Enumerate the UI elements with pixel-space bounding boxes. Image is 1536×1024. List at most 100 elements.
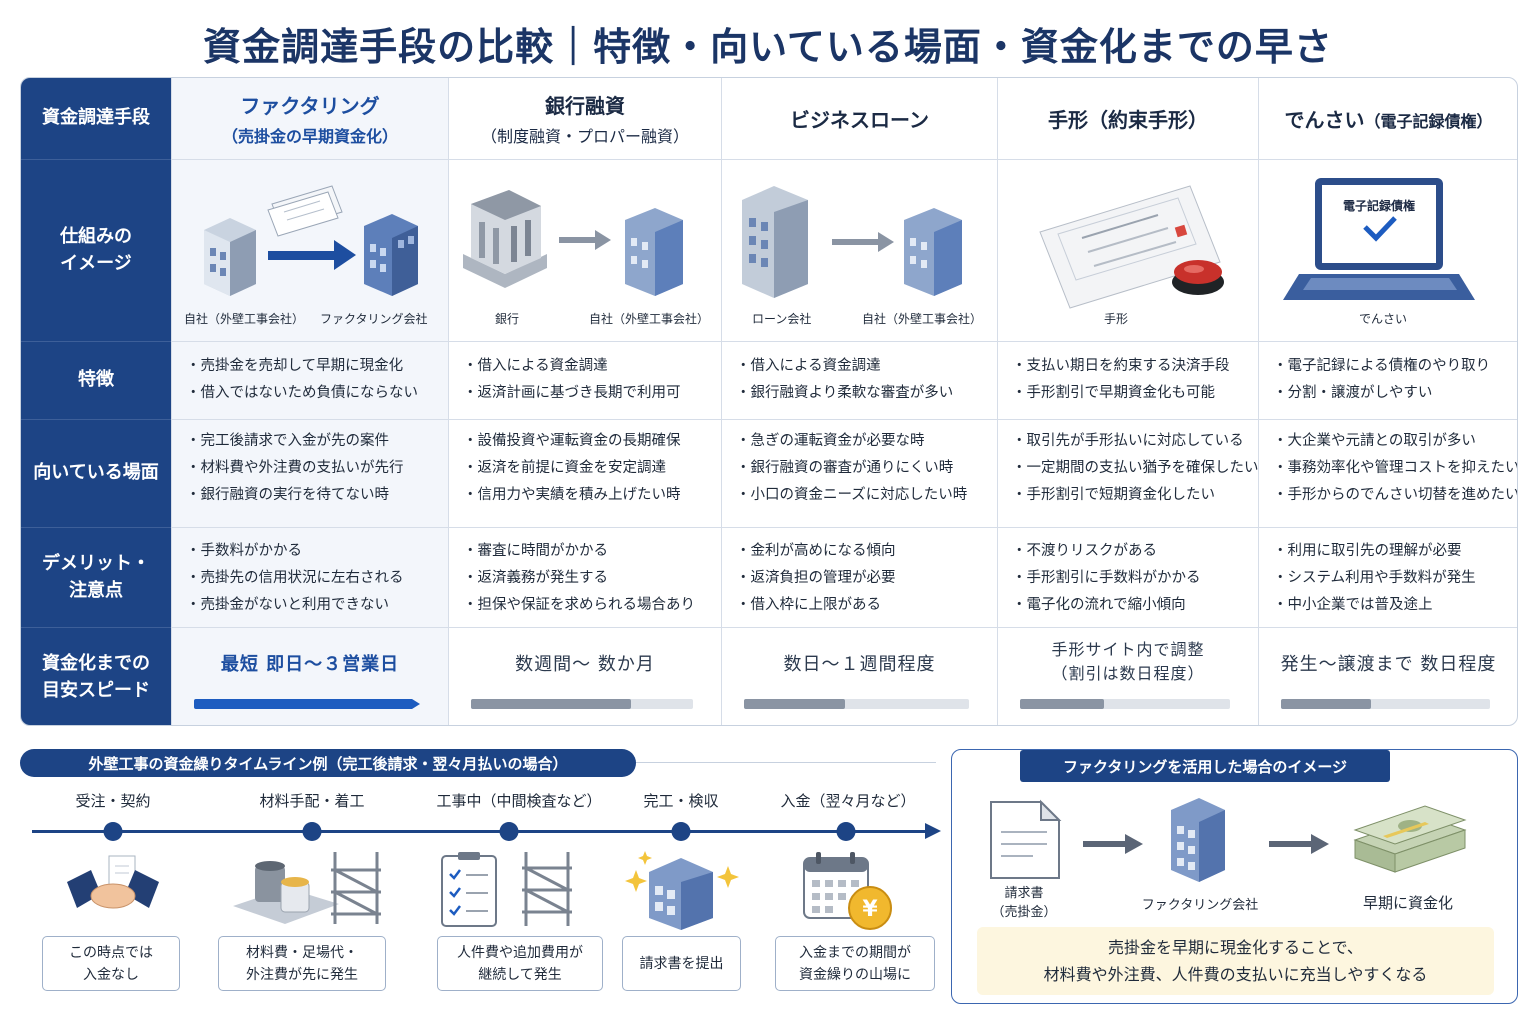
list-item: 支払い期日を約束する決済手段 xyxy=(1012,353,1258,380)
building-icon xyxy=(1171,798,1225,882)
list-item: 返済を前提に資金を安定調達 xyxy=(463,455,721,482)
timeline-title: 外壁工事の資金繰りタイムライン例（完工後請求・翌々月払いの場合） xyxy=(20,749,636,777)
list-item: 銀行融資の実行を待てない時 xyxy=(186,482,448,509)
paint-cans-scaffold-icon xyxy=(233,852,381,924)
speed-text: 数週間〜 数か月 xyxy=(515,654,655,675)
demerits-factoring: 手数料がかかる 売掛先の信用状況に左右される 売掛金がないと利用できない xyxy=(171,528,448,628)
stage-note: 請求書を提出 xyxy=(622,936,741,991)
list-item: 電子記録による債権のやり取り xyxy=(1273,353,1517,380)
list-item: 借入による資金調達 xyxy=(463,353,721,380)
features-bank-loan: 借入による資金調達 返済計画に基づき長期で利用可 xyxy=(448,342,721,420)
completed-building-icon xyxy=(625,851,739,930)
list-item: 手形割引に手数料がかかる xyxy=(1012,565,1258,592)
speed-text: 手形サイト内で調整 （割引は数日程度） xyxy=(1051,640,1205,683)
own-company-building-icon xyxy=(625,208,683,296)
factoring-note: 売掛金を早期に現金化することで、 材料費や外注費、人件費の支払いに充当しやすくな… xyxy=(977,927,1494,995)
speed-bar xyxy=(1281,699,1490,709)
right-arrow-icon xyxy=(1269,834,1329,854)
invoice-icon xyxy=(990,799,1062,879)
loan-company-building-icon xyxy=(742,186,808,298)
laptop-icon: 電子記録債権 xyxy=(1283,178,1475,300)
header-factoring: ファクタリング （売掛金の早期資金化） xyxy=(171,78,448,160)
list-item: システム利用や手数料が発生 xyxy=(1273,565,1517,592)
features-factoring: 売掛金を売却して早期に現金化 借入ではないため負債にならない xyxy=(171,342,448,420)
stage-note: この時点では 入金なし xyxy=(42,936,180,991)
list-item: 返済負担の管理が必要 xyxy=(736,565,997,592)
caption-right: 自社（外壁工事会社） xyxy=(589,312,710,326)
method-name: でんさい xyxy=(1284,108,1365,132)
list-item: 大企業や元請との取引が多い xyxy=(1273,428,1517,455)
row-label-features: 特徴 xyxy=(21,342,171,420)
list-item: 小口の資金ニーズに対応したい時 xyxy=(736,482,997,509)
speed-bar xyxy=(1020,699,1230,709)
method-name: 銀行融資 xyxy=(545,94,625,118)
features-promissory-note: 支払い期日を約束する決済手段 手形割引で早期資金化も可能 xyxy=(997,342,1258,420)
list-item: 分割・譲渡がしやすい xyxy=(1273,380,1517,407)
list-item: 手形割引で短期資金化したい xyxy=(1012,482,1258,509)
comparison-table: 資金調達手段 ファクタリング （売掛金の早期資金化） 銀行融資 （制度融資・プロ… xyxy=(20,77,1518,726)
caption-right: ファクタリング会社 xyxy=(320,312,428,326)
speed-bar xyxy=(744,699,969,709)
step-label: ファクタリング会社 xyxy=(1141,898,1259,913)
factoring-steps-illustration xyxy=(990,798,1467,882)
list-item: 急ぎの運転資金が必要な時 xyxy=(736,428,997,455)
stage-label: 工事中（中間検査など） xyxy=(436,792,602,810)
speed-densai: 発生〜譲渡まで 数日程度 xyxy=(1258,628,1517,725)
list-item: 設備投資や運転資金の長期確保 xyxy=(463,428,721,455)
list-item: 借入枠に上限がある xyxy=(736,592,997,619)
divider xyxy=(636,762,936,763)
list-item: 審査に時間がかかる xyxy=(463,538,721,565)
speed-bank-loan: 数週間〜 数か月 xyxy=(448,628,721,725)
speed-factoring: 最短 即日〜３営業日 xyxy=(171,628,448,725)
list-item: 取引先が手形払いに対応している xyxy=(1012,428,1258,455)
method-name: ビジネスローン xyxy=(790,108,929,132)
row-label-suited: 向いている場面 xyxy=(21,420,171,528)
demerits-business-loan: 金利が高めになる傾向 返済負担の管理が必要 借入枠に上限がある xyxy=(721,528,997,628)
demerits-promissory-note: 不渡りリスクがある 手形割引に手数料がかかる 電子化の流れで縮小傾向 xyxy=(997,528,1258,628)
speed-promissory-note: 手形サイト内で調整 （割引は数日程度） xyxy=(997,628,1258,725)
stage-label: 完工・検収 xyxy=(643,792,719,810)
promissory-note-icon xyxy=(1039,185,1221,309)
header-business-loan: ビジネスローン xyxy=(721,78,997,160)
note-line: 売掛金を早期に現金化することで、 xyxy=(1108,938,1363,957)
stage-note: 入金までの期間が 資金繰りの山場に xyxy=(775,936,935,991)
speed-bar-fill xyxy=(744,699,846,709)
list-item: 手数料がかかる xyxy=(186,538,448,565)
stage-note: 材料費・足場代・ 外注費が先に発生 xyxy=(218,936,386,991)
list-item: 一定期間の支払い猶予を確保したい xyxy=(1012,455,1259,482)
row-label-image: 仕組みの イメージ xyxy=(21,160,171,342)
demerits-bank-loan: 審査に時間がかかる 返済義務が発生する 担保や保証を求められる場合あり xyxy=(448,528,721,628)
own-company-building-icon xyxy=(904,208,962,296)
list-item: 銀行融資より柔軟な審査が多い xyxy=(736,380,997,407)
header-promissory-note: 手形（約束手形） xyxy=(997,78,1258,160)
loan-flow-illustration xyxy=(742,186,962,298)
own-company-building-icon xyxy=(204,218,256,296)
list-item: 銀行融資の審査が通りにくい時 xyxy=(736,455,997,482)
stage-note: 人件費や追加費用が 継続して発生 xyxy=(437,936,603,991)
timeline-dot xyxy=(836,822,856,841)
list-item: 手形からのでんさい切替を進めたい xyxy=(1273,482,1518,509)
list-item: 売掛先の信用状況に左右される xyxy=(186,565,448,592)
right-arrow-icon xyxy=(559,230,611,250)
speed-text: 発生〜譲渡まで 数日程度 xyxy=(1280,654,1497,675)
seal-stamp-icon xyxy=(1172,260,1224,295)
step-label: 請求書 （売掛金） xyxy=(991,886,1057,920)
yen-symbol: ¥ xyxy=(862,897,878,922)
caption-left: 自社（外壁工事会社） xyxy=(184,312,305,326)
list-item: 借入による資金調達 xyxy=(736,353,997,380)
list-item: 信用力や実績を積み上げたい時 xyxy=(463,482,721,509)
timeline-dot xyxy=(671,822,691,841)
suited-bank-loan: 設備投資や運転資金の長期確保 返済を前提に資金を安定調達 信用力や実績を積み上げ… xyxy=(448,420,721,528)
timeline-line xyxy=(32,830,927,833)
caption-right: 自社（外壁工事会社） xyxy=(862,312,983,326)
method-name: 手形 xyxy=(1048,108,1088,132)
list-item: 完工後請求で入金が先の案件 xyxy=(186,428,448,455)
factoring-image-box xyxy=(951,749,1518,1004)
suited-densai: 大企業や元請との取引が多い 事務効率化や管理コストを抑えたい 手形からのでんさい… xyxy=(1258,420,1518,528)
row-label-speed: 資金化までの 目安スピード xyxy=(21,628,171,725)
method-sub: （電子記録債権） xyxy=(1364,112,1493,131)
list-item: 返済義務が発生する xyxy=(463,565,721,592)
list-item: 手形割引で早期資金化も可能 xyxy=(1012,380,1258,407)
speed-bar-fill xyxy=(471,699,631,709)
suited-factoring: 完工後請求で入金が先の案件 材料費や外注費の支払いが先行 銀行融資の実行を待てな… xyxy=(171,420,448,528)
